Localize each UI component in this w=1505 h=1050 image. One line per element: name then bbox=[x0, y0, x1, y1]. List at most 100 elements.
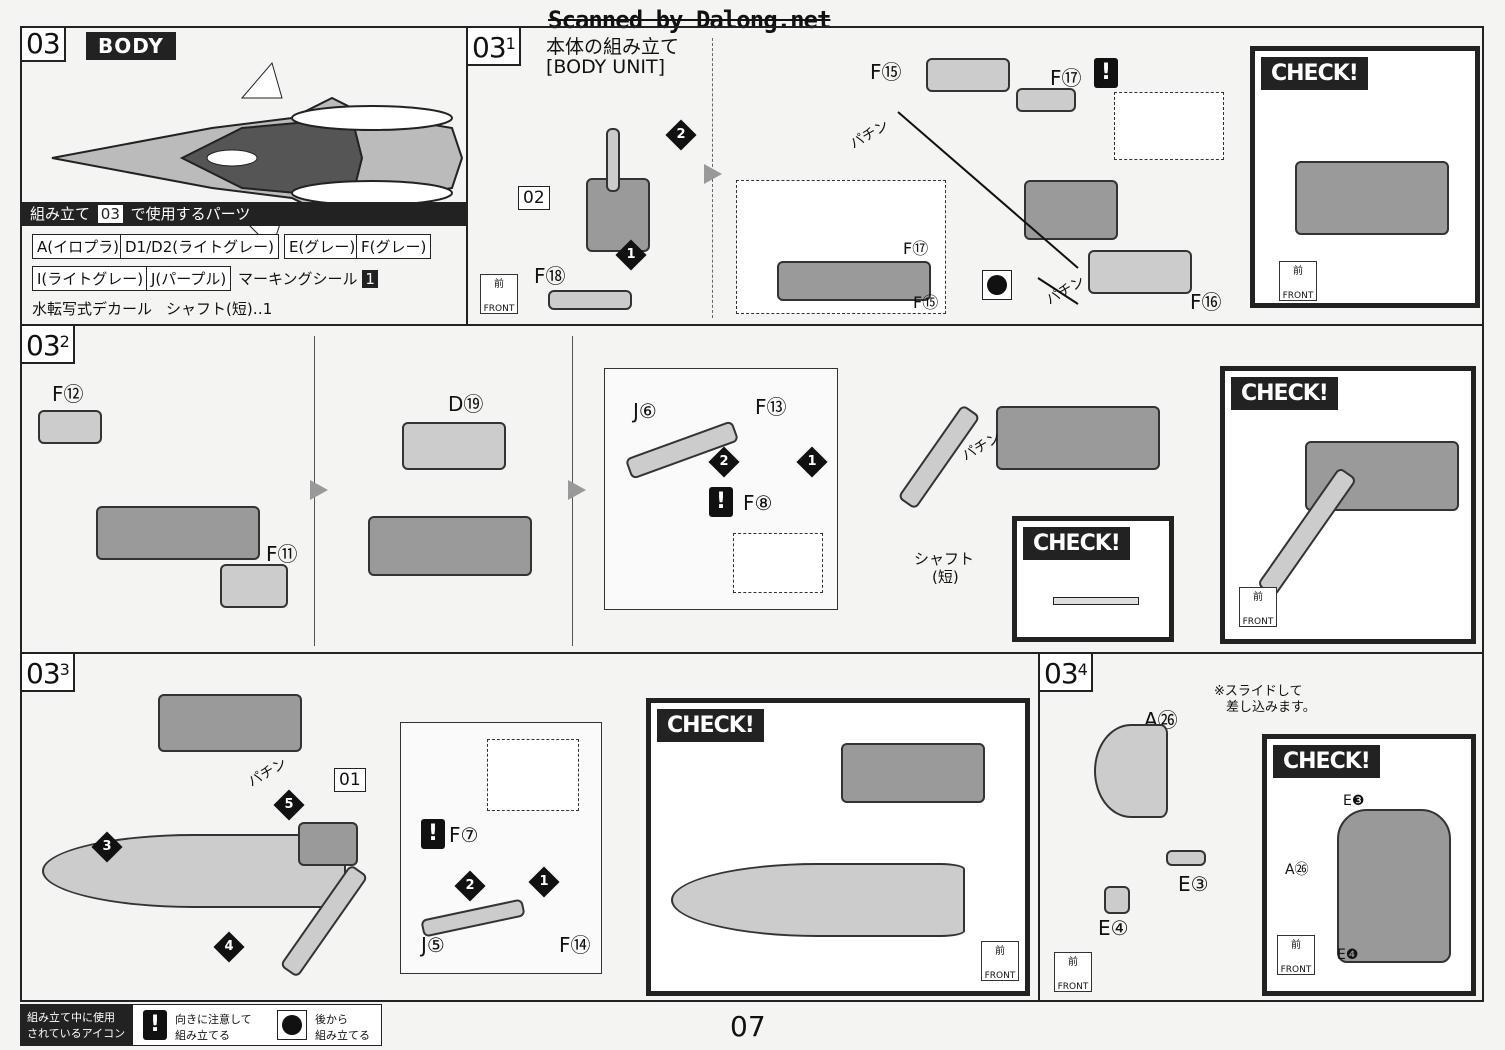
body-unit-title-jp: 本体の組み立て bbox=[546, 36, 680, 58]
runner-i: I(ライトグレー) bbox=[32, 266, 149, 291]
step-number: 032 bbox=[20, 324, 75, 364]
main-assembly bbox=[1024, 180, 1118, 240]
label-f8: F⑧ bbox=[743, 491, 773, 515]
intake-part bbox=[298, 822, 358, 866]
runner-d: D1/D2(ライトグレー) bbox=[120, 234, 279, 259]
detail-box: F⑰ F⑮ bbox=[736, 180, 946, 314]
j5-part bbox=[420, 898, 526, 938]
label-02: 02 bbox=[518, 186, 550, 210]
label-f16: F⑯ bbox=[1190, 290, 1222, 314]
slide-note-1: ※スライドして bbox=[1214, 684, 1303, 699]
step-number: 033 bbox=[20, 652, 75, 692]
f12-part bbox=[38, 410, 102, 444]
parts-header: 組み立て 03 で使用するパーツ bbox=[22, 202, 468, 226]
label-a26-check: A㉖ bbox=[1285, 862, 1309, 878]
marking-num: 1 bbox=[362, 270, 378, 288]
caution-icon: ! bbox=[709, 487, 733, 517]
intake-detail-box: ! F⑦ 2 1 J⑤ F⑭ bbox=[400, 722, 602, 974]
step-03-3-panel: 033 01 5 3 4 パチン ! F⑦ 2 1 J⑤ F⑭ CHECK! 前… bbox=[20, 652, 1040, 1002]
shaft-label: シャフト(短)‥1 bbox=[166, 300, 273, 318]
check-label: CHECK! bbox=[1273, 745, 1380, 778]
label-01: 01 bbox=[334, 768, 366, 792]
step-number: 034 bbox=[1038, 652, 1093, 692]
marking-label: マーキングシール bbox=[238, 270, 358, 288]
decal-label: 水転写式デカール bbox=[32, 300, 153, 318]
runner-j: J(パープル) bbox=[146, 266, 232, 291]
runner-f: F(グレー) bbox=[356, 234, 432, 259]
wing-body-assembly bbox=[996, 406, 1160, 470]
marking-sticker: マーキングシール 1 bbox=[238, 268, 378, 289]
step-2-marker: 2 bbox=[454, 870, 486, 902]
caution-icon: ! bbox=[421, 819, 445, 849]
step-number: 031 bbox=[466, 26, 521, 66]
runner-a: A(イロプラ) bbox=[32, 234, 124, 259]
step-number: 03 bbox=[20, 26, 66, 62]
later-assemble-icon bbox=[277, 1010, 307, 1040]
label-shaft-short: (短) bbox=[932, 568, 959, 586]
label-f14: F⑭ bbox=[559, 933, 591, 957]
f11-part bbox=[220, 564, 288, 608]
step-03-panel: 03 BODY 組み立て 03 で使用するパーツ A(イロプラ) D1/D2(ラ… bbox=[20, 26, 468, 326]
body-title: BODY bbox=[86, 32, 176, 60]
label-d19: D⑲ bbox=[448, 392, 484, 416]
label-f15: F⑮ bbox=[913, 293, 939, 312]
f17-part bbox=[1016, 88, 1076, 112]
shaft-part bbox=[1053, 597, 1139, 605]
next-arrow bbox=[704, 164, 722, 184]
step-2-marker: 2 bbox=[708, 446, 740, 478]
parts-header-suffix: で使用するパーツ bbox=[130, 205, 251, 223]
page-number: 07 bbox=[730, 1010, 766, 1043]
parts-header-label: 組み立て bbox=[30, 205, 91, 223]
legend-title: 組み立て中に使用 されているアイコン bbox=[21, 1005, 133, 1045]
step-4-marker: 4 bbox=[213, 931, 245, 963]
e4-part bbox=[1104, 886, 1130, 914]
label-e3: E③ bbox=[1178, 872, 1209, 896]
caution-icon: ! bbox=[1094, 58, 1118, 88]
assembly-arrows bbox=[897, 111, 1079, 305]
snap-label: パチン bbox=[847, 117, 892, 153]
label-e4-check: E❹ bbox=[1337, 947, 1359, 963]
f16-part bbox=[1088, 250, 1192, 294]
label-f7: F⑦ bbox=[449, 823, 479, 847]
label-f11: F⑪ bbox=[266, 542, 298, 566]
antenna-part bbox=[606, 128, 620, 192]
upper-body-assembly bbox=[158, 694, 302, 752]
watermark: Scanned by Dalong.net bbox=[548, 6, 831, 34]
check-upper bbox=[841, 743, 985, 803]
a26-part bbox=[1094, 724, 1168, 818]
footer-legend: 組み立て中に使用 されているアイコン ! 向きに注意して 組み立てる 後から 組… bbox=[20, 1004, 382, 1046]
step-1-marker: 1 bbox=[528, 866, 560, 898]
runner-e: E(グレー) bbox=[284, 234, 361, 259]
step-03-2-panel: 032 F⑫ F⑪ D⑲ J⑥ F⑬ 2 1 ! F⑧ パチン シャフト (短)… bbox=[20, 324, 1484, 654]
snap-label: パチン bbox=[245, 755, 290, 791]
assembly-part bbox=[777, 261, 931, 301]
f15-part bbox=[926, 58, 1010, 92]
body-unit-title-en: [BODY UNIT] bbox=[546, 56, 666, 78]
label-f18: F⑱ bbox=[534, 264, 566, 288]
check-label: CHECK! bbox=[1231, 377, 1338, 410]
label-e4: E④ bbox=[1098, 916, 1129, 940]
body-assembly-b bbox=[368, 516, 532, 576]
caution-icon: ! bbox=[143, 1010, 167, 1040]
label-f13: F⑬ bbox=[755, 395, 787, 419]
label-e3-check: E❸ bbox=[1343, 793, 1365, 809]
parts-header-num: 03 bbox=[97, 205, 123, 223]
later-assemble-icon bbox=[982, 270, 1012, 300]
step-5-marker: 5 bbox=[273, 789, 305, 821]
step-1-marker: 1 bbox=[796, 446, 828, 478]
step-1-marker: 1 bbox=[615, 239, 647, 271]
d19-part bbox=[402, 422, 506, 470]
e3-part bbox=[1166, 850, 1206, 866]
f17-detail bbox=[1114, 92, 1224, 160]
check-label: CHECK! bbox=[657, 709, 764, 742]
